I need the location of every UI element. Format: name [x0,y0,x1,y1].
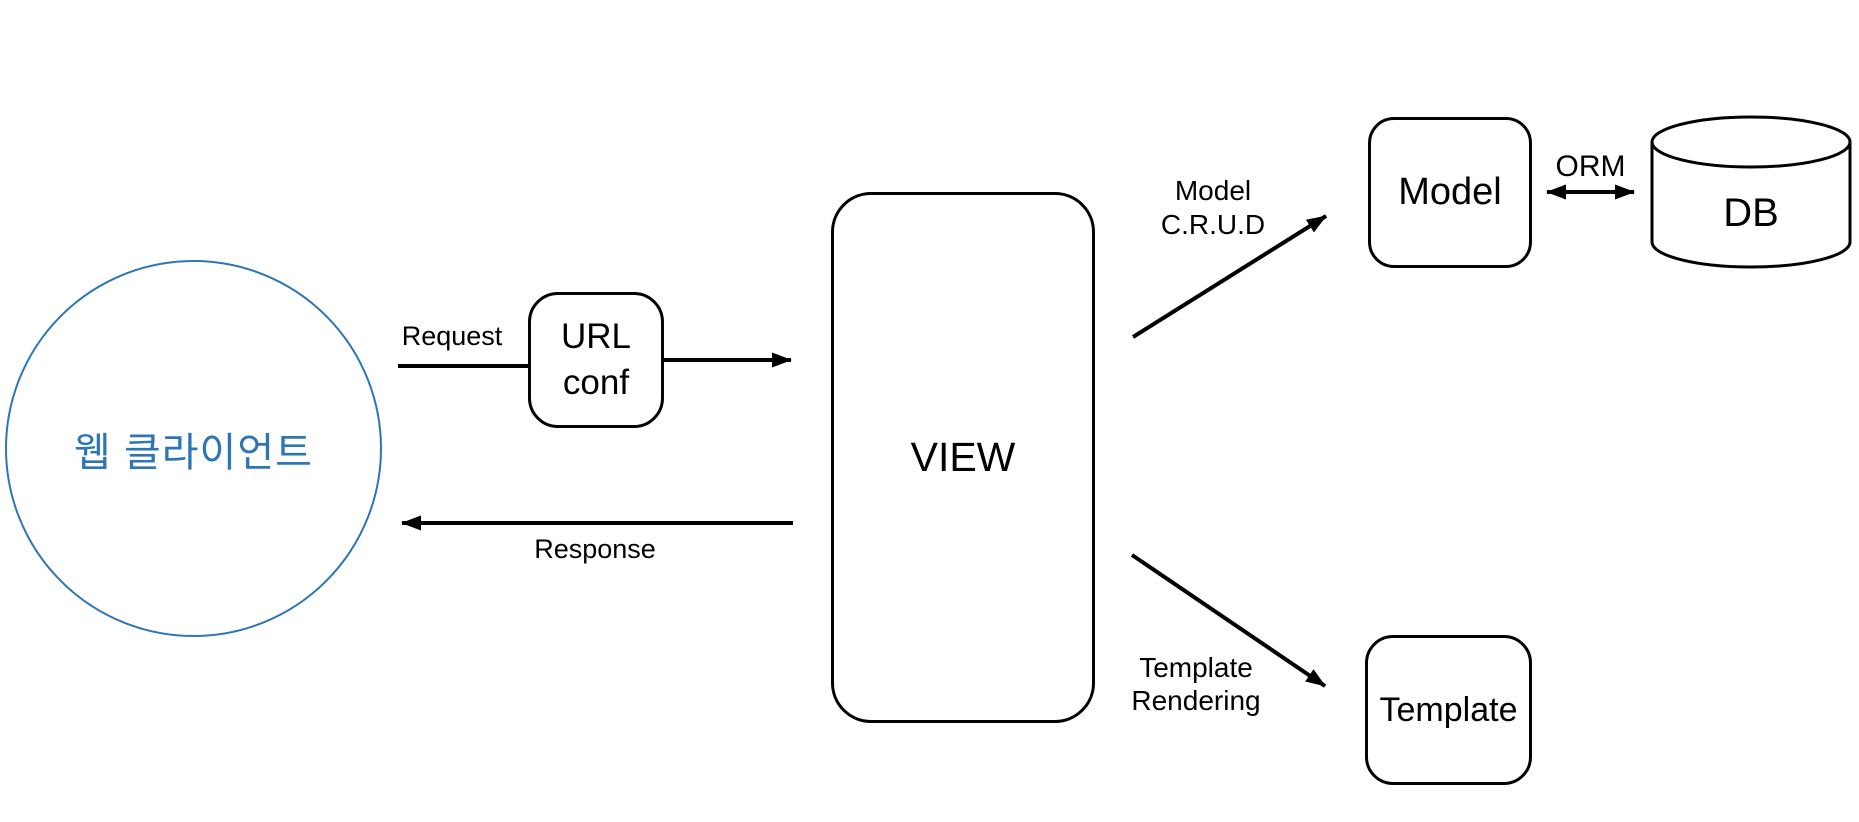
db-label: DB [1723,191,1779,235]
orm-edge-label: ORM [1555,150,1626,183]
web-client-label: 웹 클라이언트 [74,430,313,475]
template-label: Template [1379,690,1518,729]
response-edge-label: Response [534,534,656,564]
template-box: Template [1365,635,1532,785]
template-rendering-edge-label: Template Rendering [1131,652,1261,717]
view-box: VIEW [831,192,1095,723]
urlconf-label: URL conf [560,316,632,402]
request-edge-label: Request [401,321,503,351]
view-label: VIEW [910,434,1016,480]
model-crud-edge-label: Model C.R.U.D [1160,175,1266,240]
model-box: Model [1368,117,1532,268]
web-client-circle: 웹 클라이언트 [5,260,382,637]
model-label: Model [1398,171,1502,213]
urlconf-box: URL conf [528,292,664,428]
